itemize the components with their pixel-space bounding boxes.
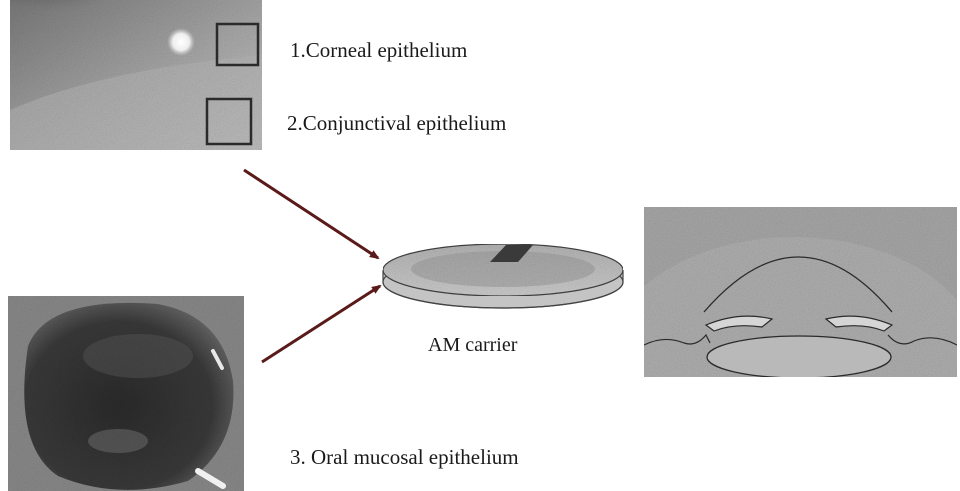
light-reflex (167, 28, 195, 56)
oral-label: 3. Oral mucosal epithelium (290, 445, 519, 470)
am-carrier-disc (383, 244, 623, 308)
arrow-from-eye (244, 170, 378, 258)
cross-section-schematic (644, 207, 957, 377)
tissue-sample (490, 245, 533, 262)
eye-photo (10, 0, 262, 150)
conjunctival-label: 2.Conjunctival epithelium (287, 111, 506, 136)
arrow-from-oral (262, 286, 380, 362)
oral-mucosa-photo (8, 296, 244, 491)
corneal-label: 1.Corneal epithelium (290, 38, 467, 63)
am-carrier-label: AM carrier (428, 334, 517, 357)
